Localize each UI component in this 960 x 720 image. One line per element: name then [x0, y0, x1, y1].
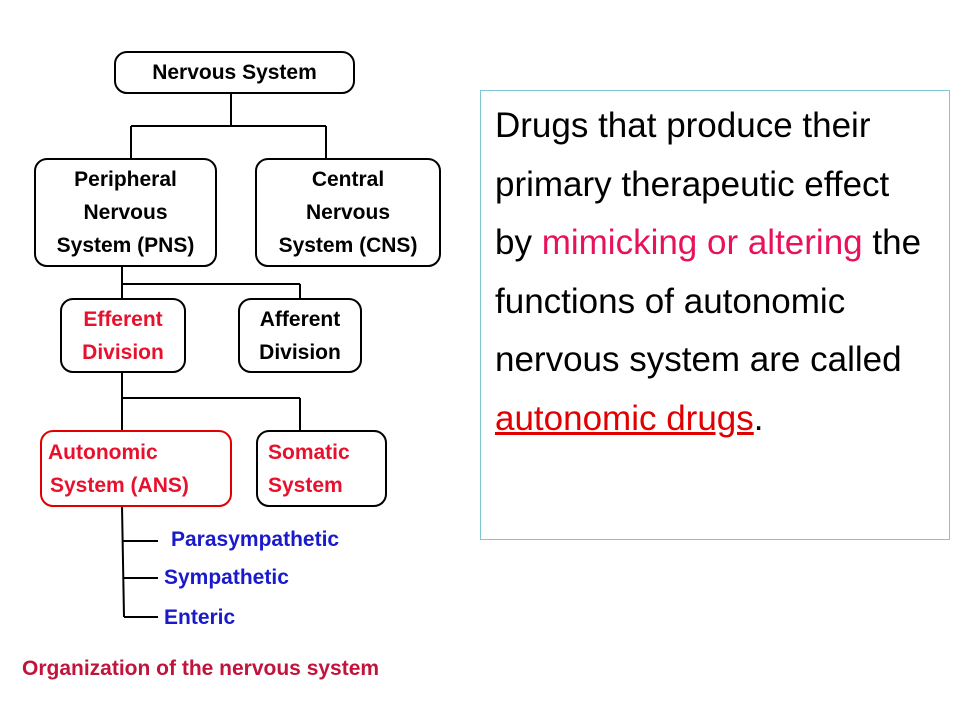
pns-line-2: Nervous	[83, 201, 168, 224]
efferent-line-2: Division	[82, 340, 164, 364]
ans-line-2: System (ANS)	[50, 473, 189, 497]
node-efferent-division: Efferent Division	[60, 298, 186, 373]
pns-line-3: System (PNS)	[56, 234, 195, 257]
node-central-nervous-system: Central Nervous System (CNS)	[255, 158, 441, 267]
diagram-caption: Organization of the nervous system	[22, 657, 380, 680]
node-nervous-system-label: Nervous System	[152, 61, 317, 84]
node-somatic-system: Somatic System	[256, 430, 387, 507]
definition-highlight: mimicking or altering	[541, 223, 863, 262]
pns-line-1: Peripheral	[74, 168, 177, 191]
somatic-line-1: Somatic	[268, 440, 350, 464]
definition-end: .	[753, 398, 764, 438]
definition-intro: Drugs that produce their primary therape…	[495, 106, 890, 262]
branch-parasympathetic: Parasympathetic	[171, 528, 340, 551]
cns-line-1: Central	[311, 168, 385, 191]
connector-lines	[121, 93, 327, 618]
branch-sympathetic: Sympathetic	[164, 566, 289, 589]
definition-middle: the functions of autonomic nervous syste…	[495, 223, 922, 379]
cns-line-2: Nervous	[305, 201, 391, 224]
somatic-line-2: System	[268, 473, 343, 497]
afferent-line-1: Afferent	[259, 307, 341, 331]
node-peripheral-nervous-system: Peripheral Nervous System (PNS)	[34, 158, 217, 267]
branch-enteric: Enteric	[164, 606, 236, 629]
ans-line-1: Autonomic	[48, 440, 158, 464]
afferent-line-2: Division	[259, 340, 341, 364]
node-autonomic-system: Autonomic System (ANS)	[40, 430, 232, 507]
efferent-line-1: Efferent	[83, 307, 163, 331]
node-nervous-system: Nervous System	[114, 51, 355, 94]
definition-text-box: Drugs that produce their primary therape…	[480, 90, 950, 540]
cns-line-3: System (CNS)	[278, 234, 418, 257]
definition-term: autonomic drugs	[495, 398, 754, 438]
node-afferent-division: Afferent Division	[238, 298, 362, 373]
